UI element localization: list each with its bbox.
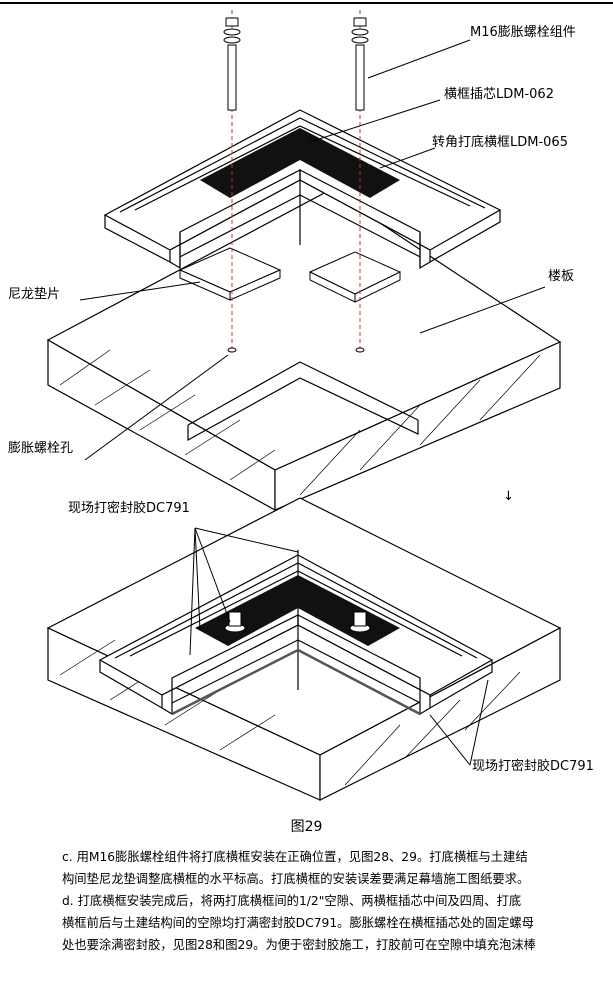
note-line: d. 打底横框安装完成后，将两打底横框间的1/2"空隙、两横框插芯中间及四周、打… — [62, 894, 522, 908]
floor-slab-upper — [46, 189, 562, 512]
base-transom-lower — [98, 550, 494, 716]
bolt-nuts-lower — [224, 611, 371, 633]
transom-insert-upper — [200, 128, 400, 198]
note-line: 横框前后与土建结构间的空隙均打满密封胶DC791。膨胀螺栓在横框插芯处的固定螺母 — [62, 916, 534, 930]
label-bolt-hole: 膨胀螺栓孔 — [8, 441, 73, 456]
figure-caption: 图29 — [290, 819, 323, 835]
label-transom-insert: 横框插芯LDM-062 — [444, 87, 554, 102]
expansion-bolt-left — [223, 10, 241, 353]
assembly-diagram: M16膨胀螺栓组件 横框插芯LDM-062 转角打底横框LDM-065 尼龙垫片… — [0, 2, 613, 801]
label-bolt-assembly: M16膨胀螺栓组件 — [470, 25, 576, 40]
note-line: c. 用M16膨胀螺栓组件将打底横框安装在正确位置，见图28、29。打底横框与土… — [62, 850, 528, 864]
label-floor-slab: 楼板 — [548, 269, 574, 284]
label-nylon-shim: 尼龙垫片 — [8, 286, 60, 302]
process-arrow-icon: ↓ — [503, 489, 514, 504]
expansion-bolt-right — [351, 10, 369, 353]
label-sealant-top: 现场打密封胶DC791 — [68, 500, 190, 516]
note-line: 处也要涂满密封胶，见图28和图29。为便于密封胶施工，打胶前可在空隙中填充泡沫棒 — [62, 938, 536, 952]
label-sealant-bottom: 现场打密封胶DC791 — [472, 758, 594, 774]
label-corner-base-transom: 转角打底横框LDM-065 — [432, 134, 568, 150]
nylon-shim — [178, 247, 402, 303]
transom-insert-lower — [195, 575, 400, 646]
note-line: 构间垫尼龙垫调整底横框的水平标高。打底横框的安装误差要满足幕墙施工图纸要求。 — [62, 872, 530, 886]
base-transom-upper — [103, 109, 502, 270]
notes-text: c. 用M16膨胀螺栓组件将打底横框安装在正确位置，见图28、29。打底横框与土… — [62, 846, 592, 956]
